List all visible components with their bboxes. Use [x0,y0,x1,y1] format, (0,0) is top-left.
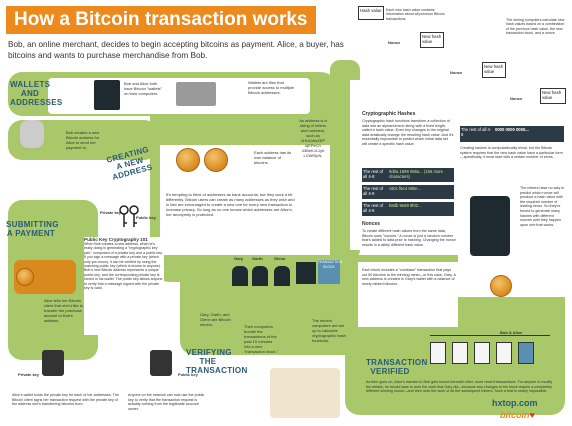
miner-person-icon [274,266,290,286]
nonces-heading: Nonces [362,221,381,227]
verifying-label: VERIFYING THE TRANSACTION [186,348,248,375]
crypto-101-text: When Bob creates a new address, what he'… [84,242,163,291]
block-icon [474,342,490,364]
public-key-label: Public key [136,215,156,220]
new-hash-box: New hash value [540,88,566,104]
nonce-label: Nonce [388,40,401,45]
coin-icon [490,275,512,297]
hash-row: The rest of all 4-8 9d0a 1899 086a... (1… [362,168,454,182]
create-address-text-2: Each address has its own balance of bitc… [254,150,292,165]
database-icon [20,120,44,148]
wallets-text-1: Bob and Alice both have Bitcoin "wallets… [124,81,162,96]
reward-panel [358,262,458,327]
new-hash-box: New hash value [482,62,506,78]
block-icon [518,342,534,364]
coin-icon [204,148,228,172]
wallets-label: WALLETS AND ADDRESSES [10,80,63,107]
wallets-text-3: An address is a string of letters and nu… [299,118,327,158]
block-icon [496,342,512,364]
heart-icon: ♥ [529,410,535,420]
hash-row: The rest of all 4-8 b8db 9e69 9f02... [362,202,454,216]
nonce-label: Nonce [510,96,523,101]
crypto-101-heading: Public Key Cryptography 101 [84,237,148,242]
nonce-hash-row: The rest of all 4-8 0000 0000 0000... [460,126,564,142]
computer-tower-icon [470,196,510,256]
verifying-computers-text: Their computers bundle the transactions … [244,324,278,354]
key-icon [128,205,140,229]
coin-icon [176,148,200,172]
verifying-miners-text: The miners' computers are set up to calc… [312,318,346,343]
hash-value-box: Hash value [358,6,384,20]
blockchain-illustration [430,335,550,375]
transaction-blocks-illustration [270,368,340,418]
signing-private-label: Private key [18,372,40,377]
miner-person-icon [232,266,248,286]
verified-label: TRANSACTION VERIFIED [366,358,428,376]
lock-icon [42,350,64,376]
nonces-text: To create different hash values from the… [362,229,456,247]
block-icon [430,342,446,364]
signing-text-1: Alice's wallet holds the private key for… [12,393,120,407]
footer-site: hxtop.com [492,398,538,408]
computer-icon [296,262,316,284]
miners-illustration: Gary Garth Glenn TRANSACTION BLOCK [230,256,342,306]
key-icon [118,205,130,229]
submitting-label: SUBMITTING A PAYMENT [6,220,59,238]
page-title: How a Bitcoin transaction works [6,6,316,34]
coin-icon [16,268,34,286]
create-address-text-1: Bob creates a new Bitcoin address for Al… [66,130,100,150]
lock-icon [150,350,172,376]
new-hash-box: New hash value [420,32,444,48]
mining-hash-text: Creating hashes is computationally trivi… [460,146,563,160]
wallets-text-2: Wallets are files that provide access to… [248,80,295,95]
signing-public-label: Public key [178,372,198,377]
verifying-people-text: Gary, Garth, and Glenn are Bitcoin miner… [200,312,231,327]
hash-note: Each new hash value contains information… [386,8,445,21]
transaction-block-label: TRANSACTION BLOCK [318,260,342,284]
mining-top-text: The mining computers calculate new hash … [506,18,565,36]
signing-text-2: Anyone on the network can now use the pu… [128,393,205,411]
mining-reward-text: Each block includes a "coinbase" transac… [362,268,456,286]
footer-brand: bitcoin♥ [500,410,535,420]
miner-name: Glenn [274,256,286,261]
hash-row: The rest of all 4-8 c60c f6e4 680e... [362,185,454,199]
hashes-panel [350,80,455,250]
crypto-hashes-heading: Cryptographic Hashes [362,111,416,117]
crypto-hashes-text: Cryptographic hash functions transform a… [362,119,454,146]
miner-person-icon [252,266,268,286]
tempting-text: It's tempting to think of addresses as b… [166,192,295,217]
intro-text: Bob, an online merchant, decides to begi… [8,40,344,60]
hash-rows: The rest of all 4-8 9d0a 1899 086a... (1… [362,168,454,216]
bob-alice-label: Bob & Alice [500,330,523,335]
private-key-label: Private key [100,210,122,215]
submitting-text: Alice tells her Bitcoin client that she'… [44,298,84,323]
verified-text: As time goes on, Alice's transfer to Bob… [366,380,553,394]
mining-miners-text: The miners have no way to predict which … [520,186,565,227]
nonce-label: Nonce [450,70,463,75]
computer-icon [94,80,120,110]
block-icon [452,342,468,364]
crypto-101-panel: Public Key Cryptography 101 When Bob cre… [84,237,164,335]
miner-name: Garth [252,256,263,261]
wallet-file-icon [176,82,216,106]
miner-name: Gary [234,256,244,261]
